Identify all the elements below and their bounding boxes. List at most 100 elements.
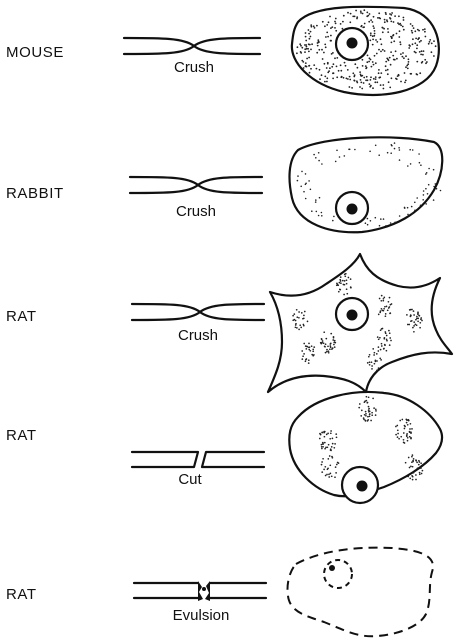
stipple-dot [332, 443, 334, 445]
stipple-dot [364, 400, 366, 402]
stipple-dot [369, 40, 371, 42]
stipple-dot [416, 44, 418, 46]
stipple-dot [322, 340, 324, 342]
stipple-dot [425, 173, 427, 175]
stipple-dot [314, 27, 316, 29]
stipple-dot [346, 283, 348, 285]
stipple-dot [333, 216, 335, 218]
stipple-dot [318, 160, 320, 162]
stipple-dot [424, 28, 426, 30]
stipple-dot [426, 172, 428, 174]
stipple-dot [415, 479, 417, 481]
stipple-dot [342, 28, 344, 30]
stipple-dot [383, 348, 385, 350]
stipple-dot [349, 79, 351, 81]
stipple-dot [305, 360, 307, 362]
stipple-dot [364, 414, 366, 416]
stipple-dot [412, 476, 414, 478]
stipple-dot [408, 44, 410, 46]
stipple-dot [372, 61, 374, 63]
stipple-dot [429, 41, 431, 43]
stipple-dot [370, 19, 372, 21]
stipple-dot [429, 39, 431, 41]
stipple-dot [406, 435, 408, 437]
stipple-dot [310, 36, 312, 38]
stipple-dot [366, 61, 368, 63]
stipple-dot [414, 42, 416, 44]
stipple-dot [371, 414, 373, 416]
stipple-dot [375, 78, 377, 80]
stipple-dot [431, 43, 433, 45]
stipple-dot [420, 205, 422, 207]
stipple-dot [335, 18, 337, 20]
stipple-dot [324, 44, 326, 46]
stipple-dot [295, 326, 297, 328]
stipple-dot [318, 215, 320, 217]
stipple-dot [311, 345, 313, 347]
stipple-dot [316, 52, 318, 54]
stipple-dot [409, 431, 411, 433]
stipple-dot [433, 186, 435, 188]
stipple-dot [345, 273, 347, 275]
stipple-dot [307, 48, 309, 50]
stipple-dot [389, 313, 391, 315]
injury-label: Crush [143, 327, 253, 344]
stipple-dot [359, 403, 361, 405]
stipple-dot [407, 424, 409, 426]
stipple-dot [368, 356, 370, 358]
stipple-dot [378, 154, 380, 156]
stipple-dot [413, 325, 415, 327]
stipple-dot [321, 444, 323, 446]
stipple-dot [394, 222, 396, 224]
stipple-dot [389, 13, 391, 15]
stipple-dot [375, 76, 377, 78]
stipple-dot [393, 40, 395, 42]
stipple-dot [299, 43, 301, 45]
injury-label: Crush [141, 203, 251, 220]
stipple-dot [408, 58, 410, 60]
stipple-dot [394, 15, 396, 17]
stipple-dot [419, 472, 421, 474]
stipple-dot [390, 222, 392, 224]
stipple-dot [405, 55, 407, 57]
stipple-dot [416, 74, 418, 76]
stipple-dot [325, 447, 327, 449]
stipple-dot [319, 438, 321, 440]
stipple-dot [318, 152, 320, 154]
stipple-dot [361, 88, 363, 90]
stipple-dot [340, 282, 342, 284]
stipple-dot [336, 283, 338, 285]
stipple-dot [367, 362, 369, 364]
stipple-dot [402, 56, 404, 58]
stipple-dot [365, 65, 367, 67]
stipple-dot [334, 27, 336, 29]
stipple-dot [400, 53, 402, 55]
stipple-dot [325, 475, 327, 477]
stipple-dot [403, 439, 405, 441]
stipple-dot [372, 398, 374, 400]
stipple-dot [349, 86, 351, 88]
stipple-dot [321, 448, 323, 450]
stipple-dot [360, 79, 362, 81]
stipple-dot [411, 309, 413, 311]
stipple-dot [389, 87, 391, 89]
stipple-dot [421, 50, 423, 52]
stipple-dot [346, 288, 348, 290]
stipple-dot [336, 284, 338, 286]
stipple-dot [324, 76, 326, 78]
stipple-dot [369, 151, 371, 153]
stipple-dot [350, 13, 352, 15]
stipple-dot [327, 345, 329, 347]
stipple-dot [340, 276, 342, 278]
stipple-dot [378, 12, 380, 14]
stipple-dot [311, 26, 313, 28]
stipple-dot [366, 402, 368, 404]
stipple-dot [428, 168, 430, 170]
stipple-dot [367, 79, 369, 81]
stipple-dot [419, 327, 421, 329]
stipple-dot [375, 410, 377, 412]
stipple-dot [385, 313, 387, 315]
stipple-dot [378, 72, 380, 74]
stipple-dot [391, 12, 393, 14]
stipple-dot [354, 149, 356, 151]
